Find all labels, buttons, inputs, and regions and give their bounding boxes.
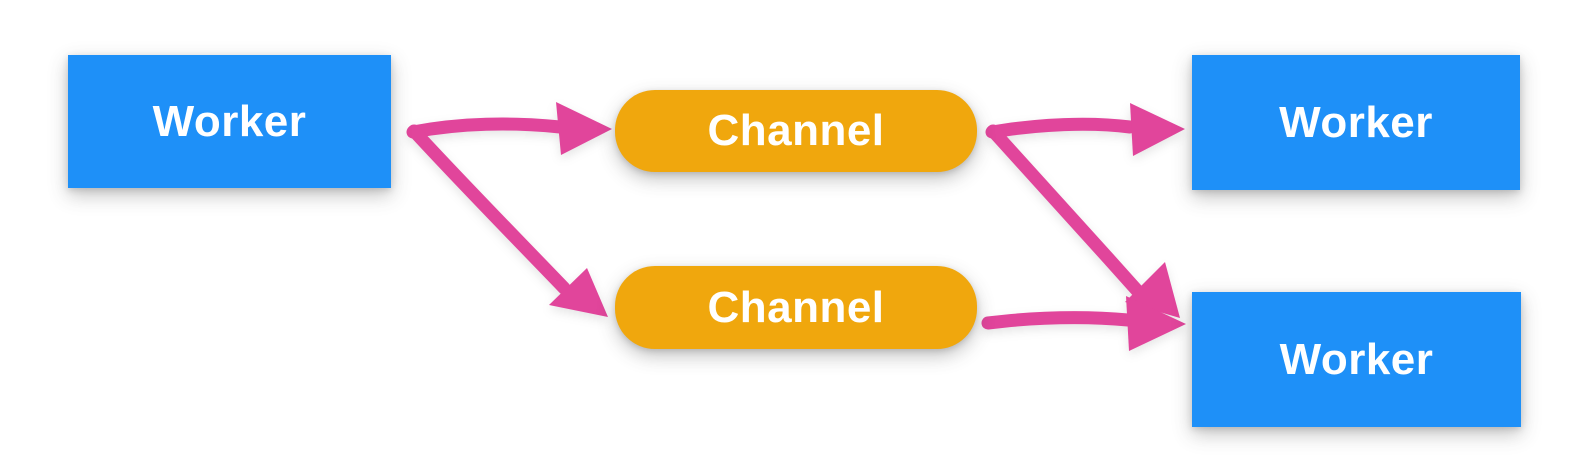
node-label: Worker <box>1279 97 1433 147</box>
node-channel-top: Channel <box>615 90 977 172</box>
arrow-channel-top-to-worker-right-top <box>985 103 1185 156</box>
node-worker-right-top: Worker <box>1192 55 1520 190</box>
node-label: Worker <box>1279 334 1434 384</box>
node-channel-bottom: Channel <box>615 266 977 349</box>
arrow-channel-top-to-worker-right-bottom <box>986 124 1180 318</box>
node-label: Channel <box>707 282 885 332</box>
node-label: Worker <box>152 96 307 146</box>
arrow-worker-left-to-channel-bottom <box>407 124 608 317</box>
node-worker-right-bottom: Worker <box>1192 292 1521 427</box>
node-label: Channel <box>707 106 885 155</box>
arrow-worker-left-to-channel-top <box>406 102 612 155</box>
node-worker-left: Worker <box>68 55 391 188</box>
arrow-channel-bottom-to-worker-right-bottom <box>981 296 1186 351</box>
